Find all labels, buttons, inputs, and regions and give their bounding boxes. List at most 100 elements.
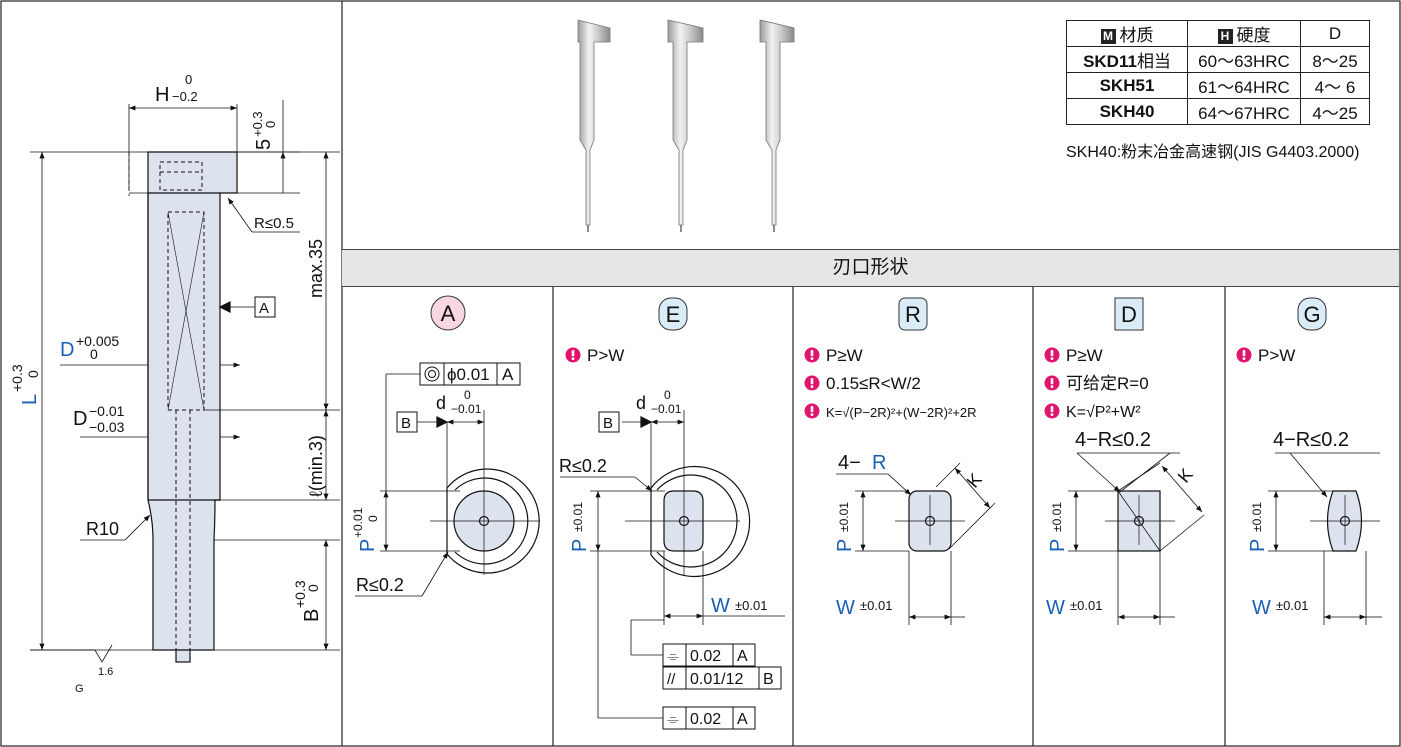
shape-e-d-tol-upper: 0 (664, 388, 671, 402)
shape-badges (430, 295, 1327, 331)
shape-e-tol2-symbol: // (667, 671, 676, 688)
shape-a-d-tol-lower: −0.01 (451, 402, 482, 416)
punch-photo-1 (577, 19, 611, 232)
cell-d: 8～25 (1300, 46, 1370, 73)
d-tol-upper: +0.005 (76, 333, 119, 349)
shape-r-cond-2: 0.15≤R<W/2 (826, 374, 921, 393)
shape-d-p-label: P (1047, 539, 1069, 552)
d-tol-lower: 0 (90, 346, 98, 362)
main-drawing-labels: H 0 −0.2 5 +0.3 0 R≤0.5 max.35 A D +0.00… (9, 72, 326, 695)
shape-e-w-tol: ±0.01 (735, 598, 767, 613)
shape-a-corner: R≤0.2 (356, 575, 404, 595)
shape-e-tol3-symbol: ⌯ (667, 711, 679, 728)
section-title: 刃口形状 (342, 249, 1399, 287)
header-hardness-label: 硬度 (1236, 26, 1271, 45)
punch-photo-2 (667, 19, 704, 232)
cell-material: SKH51 (1066, 72, 1188, 99)
shape-d-cond-3: K=√P²+W² (1066, 404, 1141, 421)
d2-tol-lower: −0.03 (89, 419, 125, 435)
b-tol-lower: 0 (305, 584, 321, 592)
shape-e-p-label: P (569, 539, 591, 552)
shape-r-drawing (836, 462, 996, 625)
shape-e-tol1-symbol: ⌯ (667, 648, 679, 665)
badge-d-label: D (1121, 302, 1137, 327)
five-dim-label: 5 (253, 139, 275, 150)
cell-d: 4～25 (1300, 98, 1370, 125)
shape-a-p-tol-lower: 0 (366, 515, 380, 522)
datum-a-label: A (259, 300, 269, 317)
five-tol-lower: 0 (263, 121, 278, 128)
header-d: D (1300, 20, 1370, 47)
shape-g-drawing (1268, 452, 1382, 625)
h-tol-upper: 0 (185, 72, 192, 87)
cell-hardness: 64～67HRC (1187, 98, 1301, 125)
badge-d (1114, 297, 1144, 331)
shape-e-tol3-datum: A (737, 711, 748, 728)
shape-d-drawing (1068, 452, 1205, 625)
shape-a-coax-datum: A (502, 365, 514, 384)
shape-r-cond-3: K=√(P−2R)²+(W−2R)²+2R (826, 405, 977, 420)
shape-d-p-tol: ±0.01 (1050, 502, 1064, 532)
shape-e-cond-1: P>W (587, 346, 624, 365)
l-tol-upper: +0.3 (9, 364, 25, 392)
b-tol-upper: +0.3 (292, 580, 308, 608)
shape-d-cond-1: P≥W (1066, 346, 1103, 365)
shape-r-corner-prefix: 4− (838, 452, 861, 474)
shape-r-p-tol: ±0.01 (837, 502, 851, 532)
shape-e-tol1-value: 0.02 (690, 648, 721, 665)
roughness-g: G (75, 683, 84, 695)
d-dim-label: D (60, 339, 74, 361)
shape-a-drawing (355, 362, 540, 597)
shape-r-w-label: W (836, 597, 855, 619)
main-punch-drawing (30, 100, 340, 663)
l-dim-label: L (19, 394, 41, 405)
table-row: SKH51 61～64HRC 4～ 6 (1066, 72, 1370, 99)
product-photos (577, 19, 795, 232)
materials-note: SKH40:粉末冶金高速钢(JIS G4403.2000) (1066, 144, 1360, 161)
shape-e-p-tol: ±0.01 (571, 502, 585, 532)
h-tol-lower: −0.2 (172, 89, 198, 104)
shape-g-cond-1: P>W (1258, 346, 1295, 365)
shape-d-w-label: W (1046, 597, 1065, 619)
badge-r (898, 297, 928, 331)
shape-a-p-tol-upper: +0.01 (351, 507, 365, 538)
r10-label: R10 (86, 519, 119, 539)
shape-a-datum-b: B (401, 415, 411, 432)
roughness-value: 1.6 (98, 666, 113, 678)
badge-r-label: R (905, 302, 921, 327)
punch-outline (147, 151, 238, 651)
shape-g-corner: 4−R≤0.2 (1273, 429, 1349, 451)
shape-r-w-tol: ±0.01 (860, 598, 892, 613)
shape-r-k-label: K (963, 470, 986, 492)
shape-a-p-label: P (357, 539, 379, 552)
d2-tol-upper: −0.01 (89, 403, 125, 419)
five-tol-upper: +0.3 (250, 111, 265, 137)
ell-label: ℓ(min.3) (306, 435, 326, 497)
cell-hardness: 60～63HRC (1187, 46, 1301, 73)
cell-hardness: 61～64HRC (1187, 72, 1301, 99)
b-dim-label: B (301, 609, 323, 622)
shape-d-corner: 4−R≤0.2 (1075, 429, 1151, 451)
l-tol-lower: 0 (25, 370, 41, 378)
shape-a-d-label: d (436, 393, 446, 413)
badge-e (658, 297, 688, 331)
max-label: max.35 (306, 239, 326, 298)
shape-d-w-tol: ±0.01 (1070, 598, 1102, 613)
header-material-label: 材质 (1119, 26, 1154, 45)
cell-material: SKH40 (1066, 98, 1188, 125)
badge-g (1297, 297, 1327, 331)
table-row: SKH40 64～67HRC 4～25 (1066, 98, 1370, 125)
badge-a (430, 295, 466, 331)
shape-r-p-label: P (834, 539, 856, 552)
cell-d: 4～ 6 (1300, 72, 1370, 99)
cell-material: SKD11相当 (1066, 46, 1188, 73)
shape-e-corner: R≤0.2 (559, 456, 607, 476)
shape-a-coax-value: ϕ0.01 (447, 365, 490, 384)
d2-dim-label: D (73, 408, 87, 430)
